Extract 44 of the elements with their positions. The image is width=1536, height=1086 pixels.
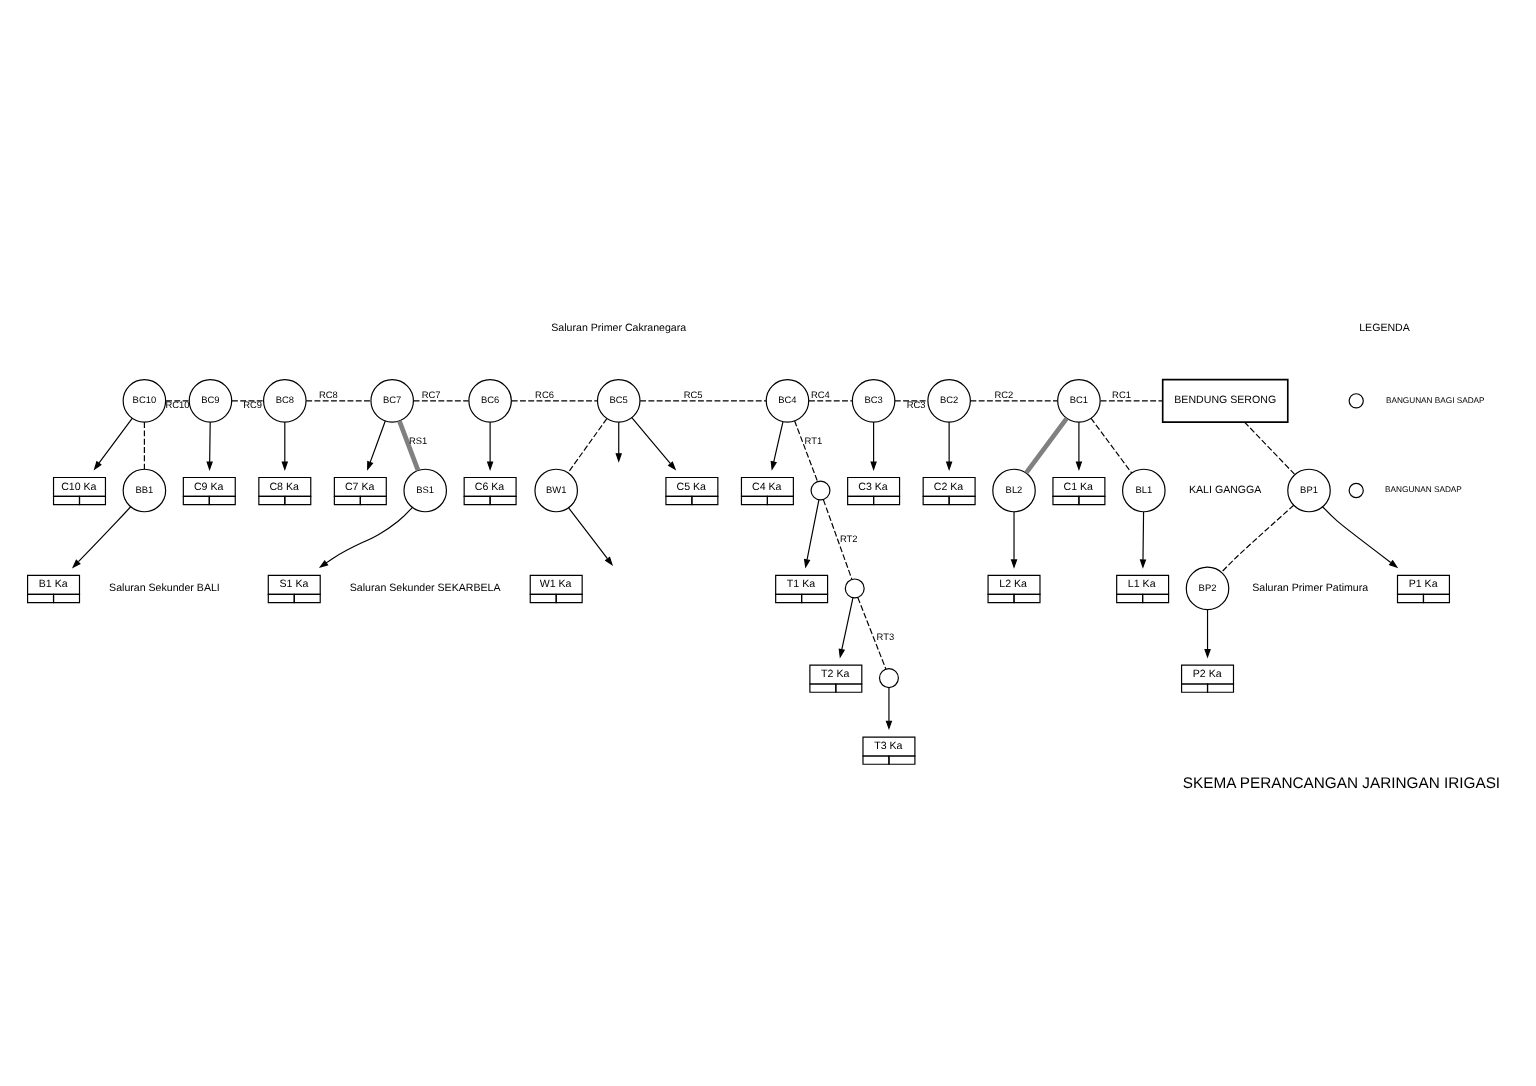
connector: [1024, 417, 1069, 475]
arrow: [615, 421, 623, 463]
arrow: [281, 421, 289, 471]
arrow: [568, 507, 614, 566]
arrow: [870, 421, 877, 471]
connector: [1221, 504, 1295, 573]
arrow: [838, 597, 854, 659]
arrow: [1139, 511, 1147, 569]
arrow: [486, 421, 494, 471]
connector: [567, 418, 608, 474]
connector: [639, 400, 767, 402]
connector: [165, 400, 190, 402]
connector: [305, 400, 372, 402]
arrow: [1322, 506, 1399, 569]
connector: [822, 499, 853, 580]
connector: [969, 400, 1058, 402]
connector: [143, 421, 145, 470]
arrow: [93, 417, 133, 471]
arrow: [318, 507, 413, 569]
arrow: [770, 421, 784, 471]
arrow: [367, 420, 386, 471]
arrow: [1010, 511, 1018, 569]
connector: [1244, 421, 1296, 475]
connector: [794, 420, 819, 482]
arrow: [206, 421, 213, 471]
connector: [231, 400, 264, 402]
arrow: [885, 687, 893, 731]
node-circle: [810, 480, 831, 501]
arrow: [1204, 609, 1211, 659]
connector: [1100, 400, 1164, 402]
arrow: [803, 499, 820, 569]
connector: [413, 400, 470, 402]
connector: [511, 400, 598, 402]
connector: [857, 597, 887, 670]
arrow: [945, 421, 953, 471]
node-circle: [844, 578, 865, 599]
connector: [894, 400, 929, 402]
connector: [397, 420, 421, 472]
arrow: [71, 506, 132, 569]
connector: [808, 400, 853, 402]
arrow: [1075, 421, 1083, 471]
connector: [1090, 417, 1133, 474]
arrow: [631, 417, 677, 471]
node-circle: [878, 668, 899, 689]
